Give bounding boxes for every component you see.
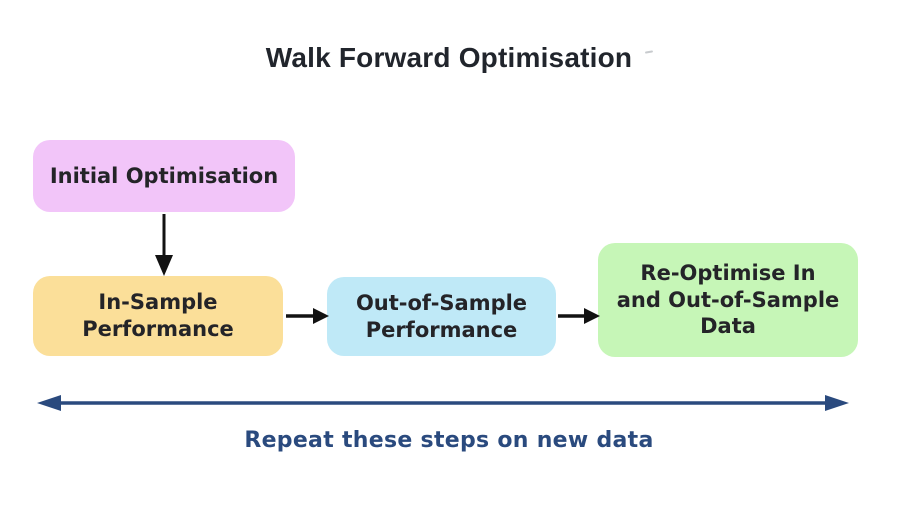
right-arrow-1 — [286, 308, 329, 324]
node-in-sample-performance: In-Sample Performance — [33, 276, 283, 356]
page-title: Walk Forward Optimisation — [265, 42, 633, 73]
node-initial-optimisation: Initial Optimisation — [33, 140, 295, 212]
node-out-of-sample-performance: Out-of-Sample Performance — [327, 277, 556, 356]
down-arrow — [155, 214, 173, 276]
right-arrow-2 — [558, 308, 600, 324]
repeat-caption: Repeat these steps on new data — [244, 428, 654, 453]
node-re-optimise: Re-Optimise In and Out-of-Sample Data — [598, 243, 858, 357]
repeat-double-arrow — [37, 395, 849, 411]
